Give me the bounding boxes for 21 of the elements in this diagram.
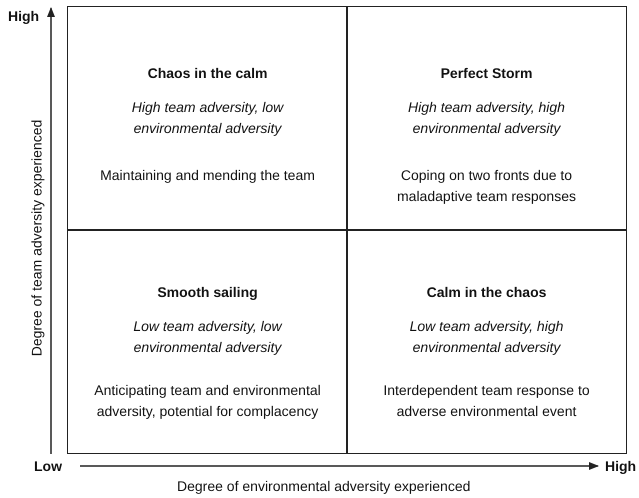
quadrant-description: Interdependent team response to adverse environmental event: [382, 381, 591, 421]
quadrant-box: [67, 229, 348, 454]
quadrant-subtitle: High team adversity, low environmental adversity: [130, 98, 285, 138]
quadrant-box: [346, 6, 627, 231]
axis-end-label: High: [605, 458, 636, 474]
axis-title: Degree of team adversity experienced: [28, 120, 44, 356]
quadrant-title: Chaos in the calm: [146, 64, 268, 83]
axis-end-label: High: [8, 8, 40, 24]
quadrant-box: [67, 6, 348, 231]
quadrant-title: Calm in the chaos: [426, 283, 548, 302]
quadrant-description: Maintaining and mending the team: [99, 166, 316, 185]
quadrant-description: Coping on two fronts due to maladaptive team responses: [396, 166, 577, 206]
quadrant-subtitle: High team adversity, high environmental adversity: [407, 98, 566, 138]
axis-end-label: Low: [34, 458, 62, 474]
axis-title: Degree of environmental adversity experienced: [177, 478, 470, 494]
quadrant-title: Perfect Storm: [440, 64, 534, 83]
quadrant-subtitle: Low team adversity, low environmental adversity: [132, 317, 284, 357]
quadrant-description: Anticipating team and environmental adversity, potential for complacency: [93, 381, 322, 421]
quadrant-box: [346, 229, 627, 454]
quadrant-subtitle: Low team adversity, high environmental adversity: [408, 317, 564, 357]
quadrant-title: Smooth sailing: [156, 283, 259, 302]
